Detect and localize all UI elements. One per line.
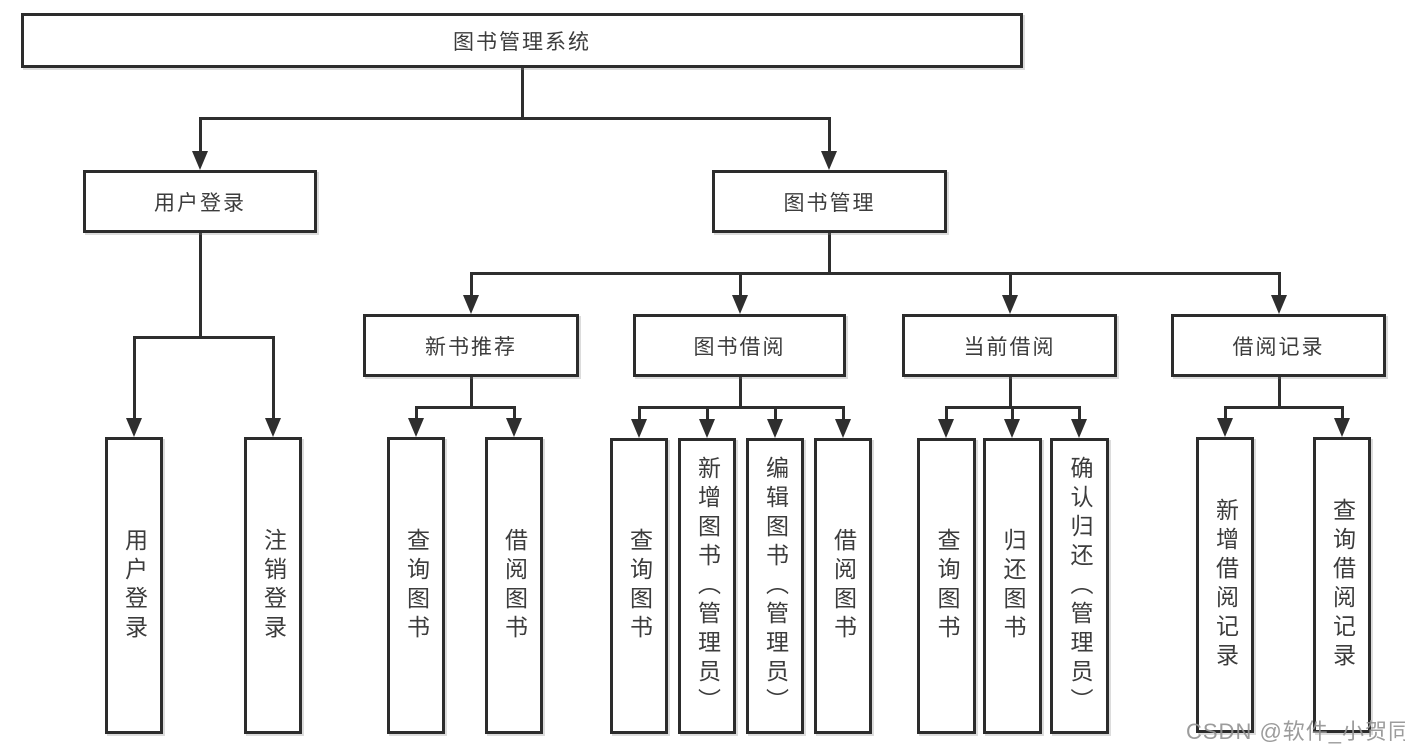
node-book-management: 图书管理 bbox=[712, 170, 947, 233]
node-return-books: 归还图书 bbox=[983, 438, 1042, 734]
connector-line bbox=[520, 68, 524, 120]
connector-line bbox=[637, 407, 641, 428]
arrowhead-down-icon bbox=[1271, 295, 1287, 314]
connector-line bbox=[1077, 407, 1081, 428]
connector-line bbox=[198, 118, 202, 160]
arrowhead-down-icon bbox=[192, 151, 208, 170]
node-label-query-books-2: 查询图书 bbox=[626, 528, 653, 644]
node-label-book-borrowing: 图书借阅 bbox=[693, 335, 786, 359]
node-add-borrow-record: 新增借阅记录 bbox=[1196, 437, 1254, 733]
node-label-add-books-admin: 新增图书（管理员） bbox=[694, 455, 721, 717]
node-query-books-3: 查询图书 bbox=[917, 438, 976, 734]
node-user-login: 用户登录 bbox=[105, 437, 163, 734]
node-label-query-books-3: 查询图书 bbox=[934, 528, 960, 644]
node-label-book-management: 图书管理 bbox=[783, 191, 876, 215]
connector-line bbox=[198, 116, 831, 120]
node-label-add-borrow-record: 新增借阅记录 bbox=[1212, 498, 1239, 672]
connector-line bbox=[469, 271, 1281, 275]
connector-line bbox=[738, 273, 742, 304]
arrowhead-down-icon bbox=[821, 151, 837, 170]
connector-line bbox=[1277, 273, 1281, 304]
node-label-borrow-books-2: 借阅图书 bbox=[830, 528, 857, 644]
node-label-borrow-books-1: 借阅图书 bbox=[501, 527, 528, 644]
connector-line bbox=[1223, 407, 1227, 427]
connector-line bbox=[132, 335, 275, 339]
node-label-query-borrow-record: 查询借阅记录 bbox=[1329, 498, 1356, 672]
node-borrowing-records: 借阅记录 bbox=[1171, 314, 1386, 377]
node-label-logout: 注销登录 bbox=[260, 527, 287, 644]
arrowhead-down-icon bbox=[265, 418, 281, 437]
node-logout: 注销登录 bbox=[244, 437, 302, 734]
node-borrow-books-2: 借阅图书 bbox=[814, 438, 872, 734]
arrowhead-down-icon bbox=[463, 295, 479, 314]
node-label-confirm-return-admin: 确认归还（管理员） bbox=[1067, 455, 1093, 717]
arrowhead-down-icon bbox=[1334, 418, 1350, 437]
arrowhead-down-icon bbox=[1217, 418, 1233, 437]
node-label-borrowing-records: 借阅记录 bbox=[1232, 335, 1325, 359]
connector-line bbox=[738, 377, 742, 409]
node-current-borrowing: 当前借阅 bbox=[902, 314, 1117, 377]
node-query-books-1: 查询图书 bbox=[387, 437, 445, 734]
arrowhead-down-icon bbox=[506, 418, 522, 437]
connector-line bbox=[1340, 407, 1344, 427]
node-add-books-admin: 新增图书（管理员） bbox=[678, 438, 736, 734]
connector-line bbox=[469, 377, 473, 409]
arrowhead-down-icon bbox=[767, 419, 783, 438]
connector-line bbox=[198, 233, 202, 339]
arrowhead-down-icon bbox=[699, 419, 715, 438]
connector-line bbox=[637, 405, 845, 409]
connector-line bbox=[1008, 377, 1012, 409]
arrowhead-down-icon bbox=[126, 418, 142, 437]
connector-line bbox=[773, 407, 777, 428]
node-borrow-books-1: 借阅图书 bbox=[485, 437, 543, 734]
arrowhead-down-icon bbox=[1004, 419, 1020, 438]
connector-line bbox=[1223, 405, 1344, 409]
connector-line bbox=[271, 337, 275, 427]
node-new-book-recommend: 新书推荐 bbox=[363, 314, 579, 377]
node-label-user-login: 用户登录 bbox=[121, 527, 148, 644]
arrowhead-down-icon bbox=[835, 419, 851, 438]
connector-line bbox=[1277, 377, 1281, 409]
connector-line bbox=[1008, 273, 1012, 304]
arrowhead-down-icon bbox=[938, 419, 954, 438]
arrowhead-down-icon bbox=[631, 419, 647, 438]
node-root: 图书管理系统 bbox=[21, 13, 1023, 68]
csdn-watermark: CSDN @软件_小贺同学 bbox=[1186, 719, 1405, 744]
connector-line bbox=[469, 273, 473, 304]
node-confirm-return-admin: 确认归还（管理员） bbox=[1050, 438, 1109, 734]
connector-line bbox=[841, 407, 845, 428]
connector-line bbox=[414, 407, 418, 427]
connector-line bbox=[827, 233, 831, 275]
connector-line bbox=[512, 407, 516, 427]
node-label-new-book-recommend: 新书推荐 bbox=[425, 335, 517, 359]
connector-line bbox=[705, 407, 709, 428]
node-query-borrow-record: 查询借阅记录 bbox=[1313, 437, 1371, 733]
connector-line bbox=[414, 405, 516, 409]
node-book-borrowing: 图书借阅 bbox=[633, 314, 846, 377]
connector-line bbox=[944, 407, 948, 428]
node-query-books-2: 查询图书 bbox=[610, 438, 668, 734]
arrowhead-down-icon bbox=[1002, 295, 1018, 314]
node-label-edit-books-admin: 编辑图书（管理员） bbox=[762, 455, 789, 717]
connector-line bbox=[132, 337, 136, 427]
connector-line bbox=[1010, 407, 1014, 428]
arrowhead-down-icon bbox=[408, 418, 424, 437]
node-user-login-group: 用户登录 bbox=[83, 170, 317, 233]
node-edit-books-admin: 编辑图书（管理员） bbox=[746, 438, 804, 734]
node-label-return-books: 归还图书 bbox=[1000, 528, 1026, 644]
arrowhead-down-icon bbox=[732, 295, 748, 314]
node-label-current-borrowing: 当前借阅 bbox=[963, 335, 1056, 359]
node-label-user-login-group: 用户登录 bbox=[154, 191, 246, 215]
node-label-root: 图书管理系统 bbox=[453, 30, 591, 54]
arrowhead-down-icon bbox=[1071, 419, 1087, 438]
connector-line bbox=[827, 118, 831, 160]
node-label-query-books-1: 查询图书 bbox=[403, 527, 430, 644]
